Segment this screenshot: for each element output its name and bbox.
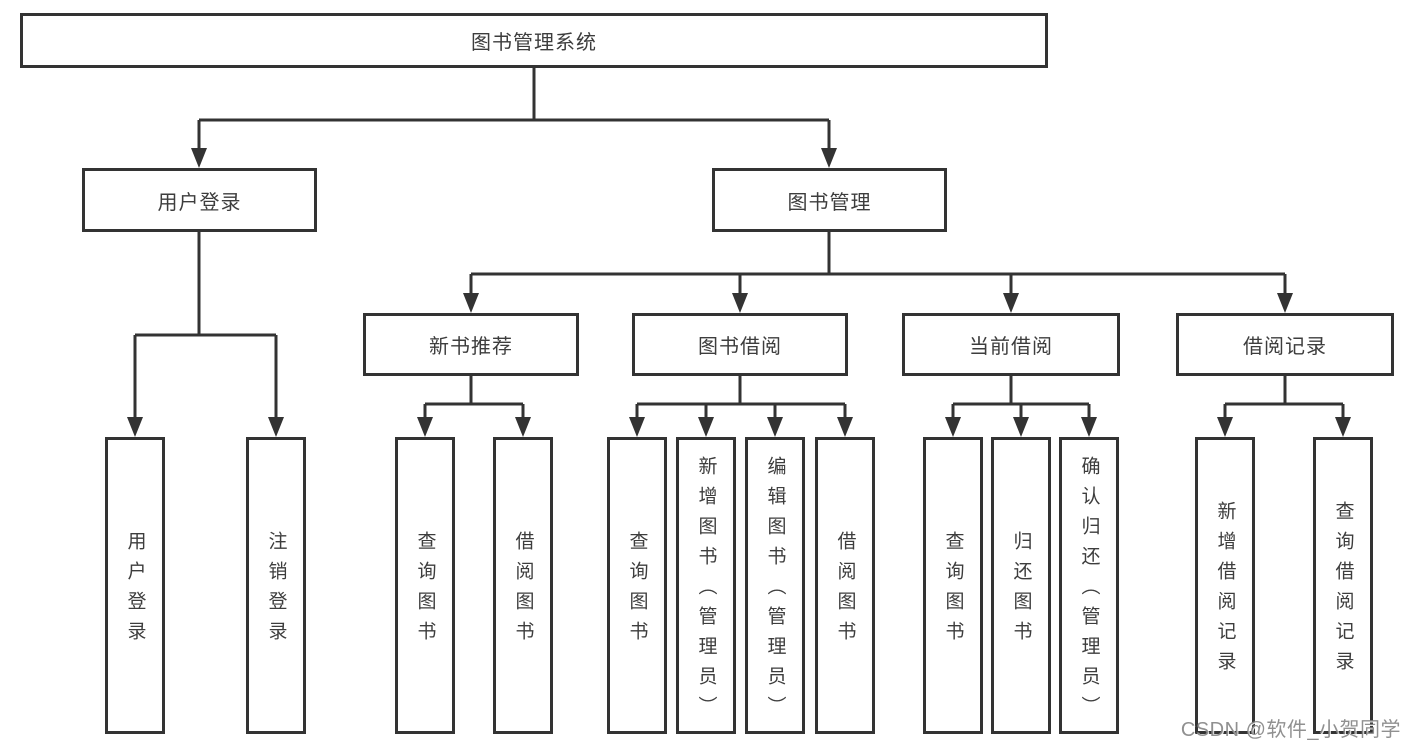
leaf-query-borrow-record: 查询借阅记录 (1313, 437, 1373, 734)
node-new-book-recommend: 新书推荐 (363, 313, 579, 376)
leaf-edit-books-admin: 编辑图书（管理员） (745, 437, 805, 734)
leaf-query-books-current: 查询图书 (923, 437, 983, 734)
leaf-label: 归还图书 (1010, 531, 1032, 651)
node-label: 借阅记录 (1243, 336, 1327, 358)
leaf-return-books: 归还图书 (991, 437, 1051, 734)
leaf-label: 编辑图书（管理员） (764, 456, 786, 726)
node-user-login: 用户登录 (82, 168, 317, 232)
leaf-query-books-borrow: 查询图书 (607, 437, 667, 734)
leaf-label: 新增借阅记录 (1214, 501, 1236, 681)
leaf-label: 注销登录 (265, 531, 287, 651)
leaf-add-borrow-record: 新增借阅记录 (1195, 437, 1255, 734)
node-label: 用户登录 (157, 191, 242, 214)
leaf-borrow-books-recommend: 借阅图书 (493, 437, 553, 734)
leaf-borrow-books: 借阅图书 (815, 437, 875, 734)
arrowheads (127, 148, 1351, 437)
leaf-user-login: 用户登录 (105, 437, 165, 734)
node-root-system: 图书管理系统 (20, 13, 1048, 68)
leaf-label: 新增图书（管理员） (695, 456, 717, 726)
leaf-add-books-admin: 新增图书（管理员） (676, 437, 736, 734)
node-book-borrow: 图书借阅 (632, 313, 848, 376)
leaf-label: 查询借阅记录 (1332, 501, 1354, 681)
node-label: 新书推荐 (429, 336, 513, 358)
node-current-borrow: 当前借阅 (902, 313, 1120, 376)
leaf-label: 查询图书 (626, 531, 648, 651)
node-label: 图书管理系统 (471, 32, 597, 54)
leaf-label: 借阅图书 (512, 531, 534, 651)
leaf-confirm-return-admin: 确认归还（管理员） (1059, 437, 1119, 734)
leaf-label: 查询图书 (942, 531, 964, 651)
leaf-label: 借阅图书 (834, 531, 856, 651)
leaf-logout: 注销登录 (246, 437, 306, 734)
leaf-label: 确认归还（管理员） (1078, 456, 1100, 726)
leaf-label: 用户登录 (124, 531, 146, 651)
node-label: 图书管理 (787, 191, 872, 214)
node-book-management: 图书管理 (712, 168, 947, 232)
node-label: 图书借阅 (698, 336, 782, 358)
connector-paths (133, 68, 1345, 419)
leaf-query-books-recommend: 查询图书 (395, 437, 455, 734)
leaf-label: 查询图书 (414, 531, 436, 651)
node-borrow-records: 借阅记录 (1176, 313, 1394, 376)
csdn-watermark: CSDN @软件_小贺同学 (1180, 719, 1401, 741)
node-label: 当前借阅 (969, 336, 1053, 358)
